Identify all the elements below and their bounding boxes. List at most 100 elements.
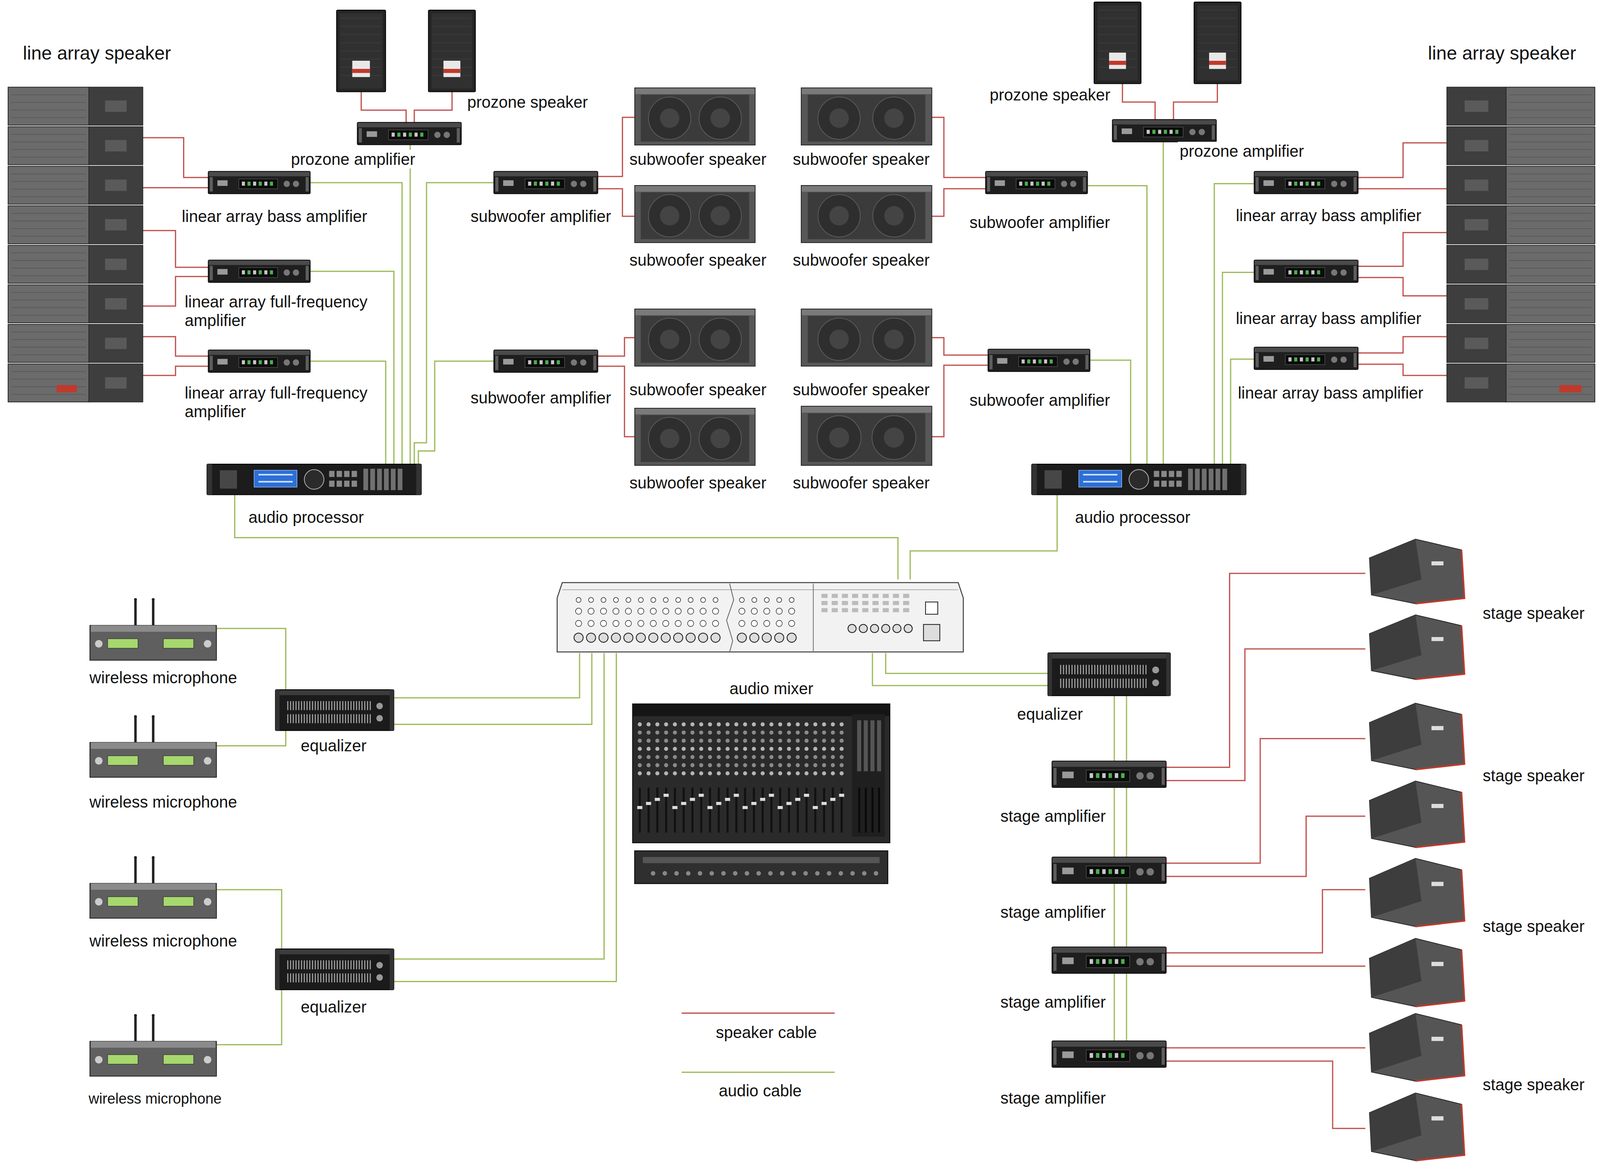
power-amplifier-picture-part [1254, 347, 1359, 370]
illustration-part [751, 722, 756, 727]
audio-cable [1126, 695, 1128, 762]
audio-mixer-picture-part [892, 624, 901, 633]
illustration-part [707, 806, 713, 810]
audio-cable [393, 652, 604, 960]
subwoofer-speaker-picture-part [801, 406, 932, 466]
wireless-microphone-receiver-picture [89, 1013, 217, 1077]
power-amplifier-picture-part [209, 177, 214, 192]
power-amplifier-picture-part [1294, 181, 1298, 186]
power-amplifier-picture-part [283, 180, 291, 188]
power-amplifier-picture-part [1299, 357, 1304, 362]
illustration-part [857, 720, 862, 772]
audio-mixer-picture-part [821, 601, 828, 606]
wireless-microphone-receiver-picture-part [134, 715, 137, 719]
device-label: wireless microphone [87, 792, 239, 812]
illustration-part [830, 797, 836, 802]
line-array-speaker-picture-part [1464, 258, 1489, 271]
audio-processor-picture-part [377, 469, 382, 491]
illustration-part [655, 746, 660, 751]
illustration-part [716, 738, 721, 743]
prozone-speaker-picture-part [1197, 26, 1237, 28]
equalizer-picture-part [345, 714, 347, 724]
wireless-microphone-receiver-picture-part [90, 742, 216, 750]
equalizer-picture-part [1094, 665, 1096, 675]
power-amplifier-picture-part [524, 357, 565, 368]
audio-cable [1126, 973, 1128, 1041]
line-array-speaker-picture-part [1464, 179, 1489, 191]
wireless-microphone-receiver-picture-part [89, 1041, 217, 1077]
illustration-part [742, 806, 748, 810]
line-array-speaker-picture-part [11, 213, 86, 214]
illustration-part [734, 738, 739, 743]
stage-speaker-picture-part [1431, 1036, 1444, 1042]
device-label: linear array bass amplifier [1234, 206, 1423, 225]
illustration-part [778, 730, 783, 735]
subwoofer-speaker-picture-part [829, 108, 849, 128]
subwoofer-speaker: subwoofer speaker [634, 408, 756, 466]
prozone-speaker-picture-part [1197, 50, 1237, 52]
audio-processor-picture-part [258, 481, 293, 483]
illustration-part [716, 802, 722, 806]
subwoofer-speaker-picture [634, 408, 756, 466]
subwoofer-speaker-picture [801, 406, 932, 466]
subwoofer-speaker-picture-part [640, 94, 750, 142]
subwoofer-speaker: subwoofer speaker [634, 309, 756, 367]
audio-mixer-picture-part [575, 608, 582, 615]
equalizer-picture-part [295, 960, 297, 970]
legend-sample [681, 1013, 835, 1073]
power-amplifier-picture-part [1089, 959, 1093, 965]
power-amplifier-picture-part [1161, 953, 1165, 971]
equalizer-picture-part [303, 701, 306, 711]
device-label: stage speaker [1481, 917, 1587, 936]
line-array-speaker-picture-part [89, 126, 143, 165]
equalizer-picture-part [290, 973, 292, 983]
line-array-speaker: line array speaker [1446, 86, 1595, 404]
equalizer-picture-part [323, 714, 325, 724]
illustration-part [777, 806, 783, 810]
audio-processor-picture-part [397, 469, 403, 491]
audio-processor-picture-part [1044, 470, 1062, 489]
prozone-speaker-picture-part [1193, 2, 1241, 84]
line-array-speaker-picture-part [1509, 378, 1592, 380]
illustration-part [655, 771, 660, 776]
line-array-speaker-picture-part [1509, 299, 1592, 301]
power-amplifier-picture-part [1051, 857, 1167, 884]
power-amplifier-picture-part [1254, 171, 1358, 177]
wireless-microphone-receiver: wireless microphone [89, 597, 217, 661]
illustration-part [795, 730, 800, 735]
illustration-part [795, 771, 800, 776]
power-amplifier-picture-part [570, 359, 578, 366]
audio-mixer-picture-part [851, 593, 858, 598]
audio-mixer-picture-part [882, 601, 889, 606]
illustration-part [725, 722, 730, 727]
subwoofer-speaker-picture-part [807, 192, 926, 240]
line-array-speaker-picture-part [1509, 331, 1592, 333]
line-array-speaker-picture-part [11, 220, 86, 222]
equalizer-picture-part [1120, 678, 1122, 689]
power-amplifier-picture-part [1288, 181, 1292, 186]
illustration-part [878, 787, 881, 833]
illustration-part [830, 746, 835, 751]
power-amplifier-picture-part [217, 269, 228, 276]
illustration-part [682, 787, 685, 833]
subwoofer-speaker: subwoofer speaker [801, 185, 932, 243]
subwoofer-speaker-picture-part [883, 427, 905, 448]
stage-speaker-picture-part [1431, 881, 1444, 887]
audio-mixer-picture-part [612, 620, 619, 627]
device-label: linear array full-frequency amplifier [183, 292, 371, 330]
mixer-console [632, 704, 890, 843]
illustration-part [709, 871, 715, 876]
line-array-speaker-picture-part [1506, 245, 1595, 284]
audio-processor-picture-part [329, 480, 335, 487]
equalizer-picture-part [1134, 665, 1136, 675]
equalizer-picture-part [1068, 665, 1070, 675]
stage-speaker-picture-part [1415, 1104, 1465, 1161]
audio-processor-picture-part [206, 464, 422, 495]
equalizer-picture-part [1166, 652, 1171, 696]
power-amplifier-picture-part [264, 181, 268, 186]
power-amplifier-picture-part [503, 358, 514, 365]
legend-text: audio cable [716, 1081, 804, 1101]
subwoofer-speaker-picture-part [801, 88, 932, 94]
line-array-speaker: line array speaker [8, 86, 143, 404]
subwoofer-speaker-picture-part [635, 186, 755, 192]
